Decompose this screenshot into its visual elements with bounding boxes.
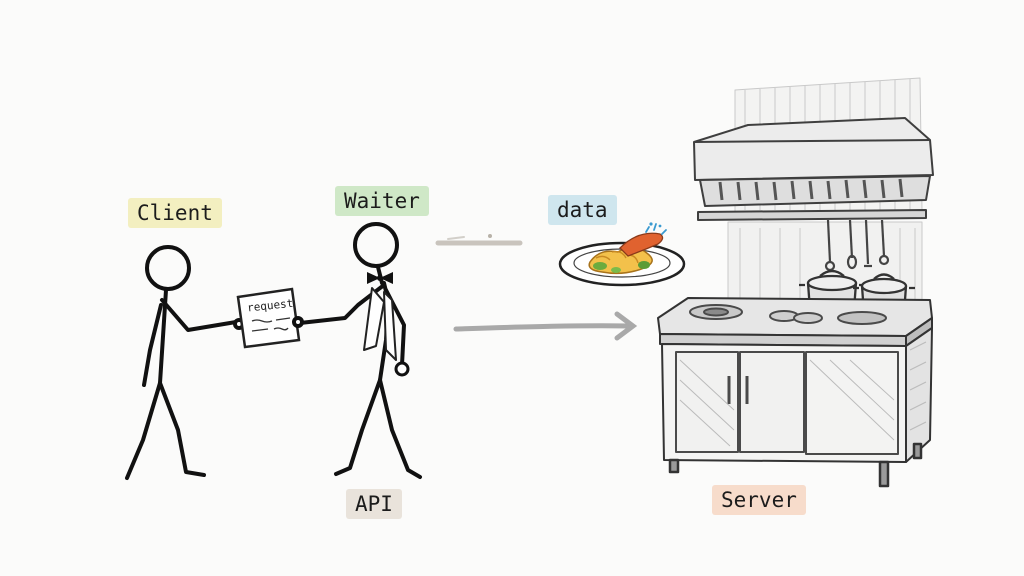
waiter-cloth-hand xyxy=(394,361,410,377)
client-head xyxy=(145,245,191,291)
waiter-figure xyxy=(292,222,422,479)
waiter-towel xyxy=(363,287,397,361)
request-note-text: request xyxy=(246,297,293,315)
api-label: API xyxy=(346,489,402,519)
client-arm-reaching xyxy=(160,298,238,332)
response-arrow xyxy=(435,234,523,246)
stove-cabinet xyxy=(661,327,933,463)
hanging-utensils xyxy=(824,219,890,272)
stove-legs xyxy=(668,442,923,488)
waiter-head xyxy=(353,222,399,268)
request-note: request xyxy=(236,287,301,349)
data-label: data xyxy=(548,195,617,225)
kitchen-stove xyxy=(657,77,934,488)
client-arm-hanging xyxy=(142,303,163,387)
range-hood xyxy=(693,117,934,221)
client-right-leg xyxy=(158,381,206,477)
request-arrow xyxy=(453,311,638,341)
waiter-label: Waiter xyxy=(335,186,429,216)
client-left-leg xyxy=(125,381,162,480)
bowtie-icon xyxy=(367,272,393,284)
client-label: Client xyxy=(128,198,222,228)
waiter-left-leg xyxy=(334,378,382,476)
client-figure xyxy=(125,245,245,480)
stove-top xyxy=(657,297,933,347)
waiter-right-leg xyxy=(378,378,422,479)
food-plate-icon xyxy=(558,222,686,287)
server-label: Server xyxy=(712,485,806,515)
waiter-hand xyxy=(292,316,304,328)
